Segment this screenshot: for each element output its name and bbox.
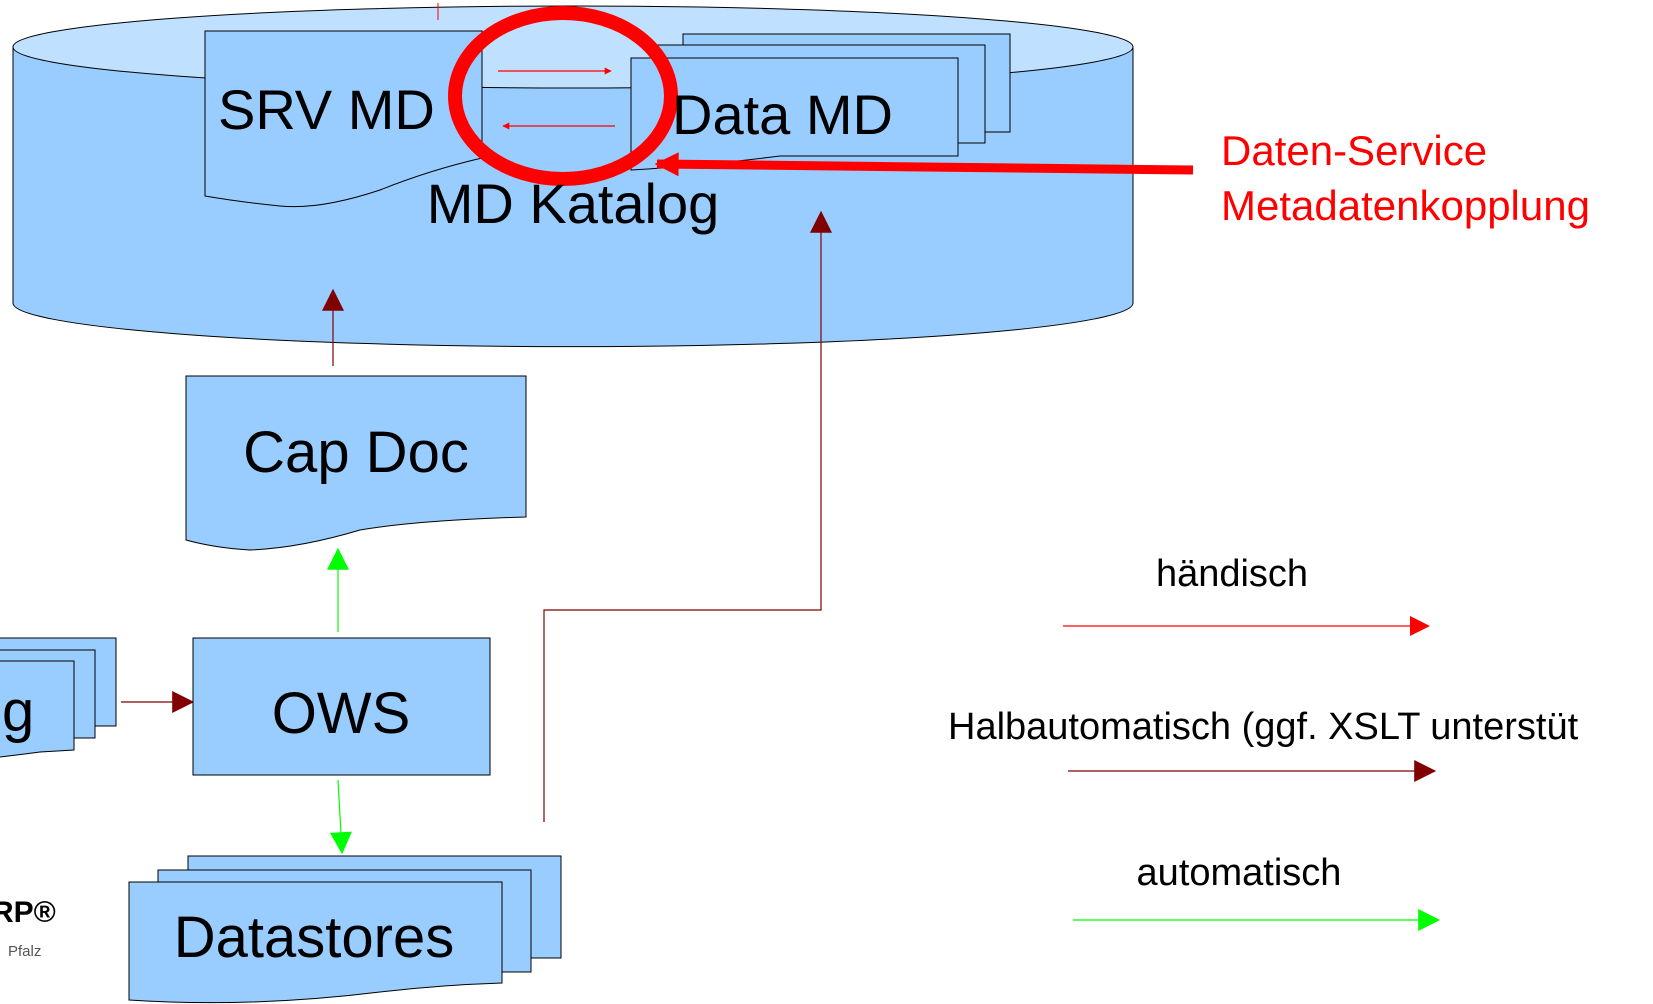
legend-semi-label: Halbautomatisch (ggf. XSLT unterstüt	[948, 706, 1579, 748]
srv-md-document	[204, 30, 483, 208]
cap-doc-label: Cap Doc	[243, 420, 469, 485]
catalog-label: MD Katalog	[427, 172, 720, 235]
annotation-line2: Metadatenkopplung	[1221, 182, 1590, 229]
srv-md-label: SRV MD	[218, 78, 435, 141]
annotation-line1: Daten-Service	[1221, 127, 1487, 174]
legend: händisch Halbautomatisch (ggf. XSLT unte…	[948, 553, 1579, 931]
ows-label: OWS	[272, 681, 411, 746]
logo-subtext: Pfalz	[8, 943, 41, 960]
arrow-datastores-to-data-md	[543, 210, 832, 822]
data-md-document-stack	[630, 33, 1011, 171]
left-stack-label: g	[2, 679, 34, 744]
legend-auto-label: automatisch	[1137, 852, 1342, 894]
datastores-document-stack	[128, 855, 562, 1004]
datastores-label: Datastores	[174, 905, 454, 970]
coupling-highlight-circle	[448, 6, 678, 186]
arrow-ows-to-datastores	[329, 779, 352, 855]
cap-doc-document	[185, 375, 527, 551]
coupling-annotation-arrow	[654, 152, 1194, 177]
ows-box	[192, 637, 491, 776]
logo-mark: RP®	[0, 896, 56, 929]
left-document-stack	[0, 637, 117, 758]
data-md-label: Data MD	[672, 83, 893, 146]
legend-manual-label: händisch	[1156, 553, 1308, 595]
